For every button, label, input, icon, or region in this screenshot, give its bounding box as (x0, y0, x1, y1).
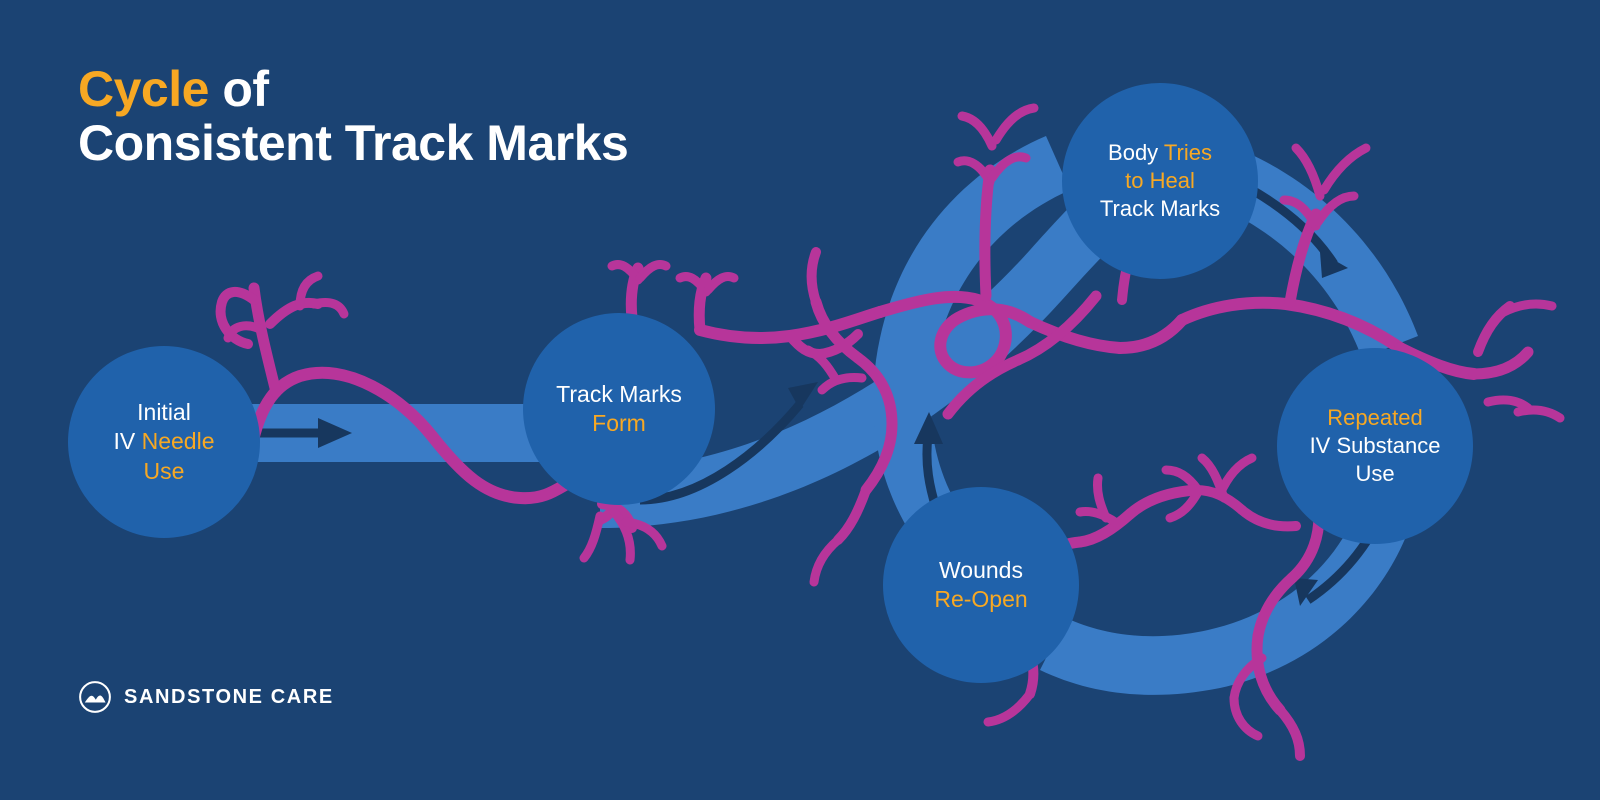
node-form-label: Track Marks Form (550, 380, 688, 439)
node-initial-line-2-white: IV (113, 428, 142, 455)
arrow-form-to-heal (639, 382, 818, 505)
node-form-line-2-accent: Form (592, 410, 646, 436)
title-line-1-rest: of (208, 61, 269, 117)
node-initial-iv-needle-use[interactable]: Initial IV Needle Use (68, 346, 260, 538)
node-wounds-line-2-accent: Re-Open (934, 586, 1028, 612)
node-heal-line-3: Track Marks (1099, 196, 1221, 222)
node-wounds-re-open[interactable]: Wounds Re-Open (883, 487, 1079, 683)
brand-logo[interactable]: SANDSTONE CARE (78, 680, 334, 714)
title-line-1: Cycle of (78, 62, 838, 116)
node-form-line-1: Track Marks (556, 380, 682, 407)
band-repeated-to-wounds (1040, 458, 1424, 695)
node-track-marks-form[interactable]: Track Marks Form (523, 313, 715, 505)
vein-ring-top-left (942, 290, 1102, 420)
node-repeated-line-1-accent: Repeated (1327, 404, 1423, 430)
node-wounds-label: Wounds Re-Open (928, 556, 1033, 615)
node-repeated-line-3: Use (1355, 461, 1395, 487)
node-initial-label: Initial IV Needle Use (107, 398, 220, 486)
node-initial-line-1: Initial (137, 398, 191, 425)
node-repeated-iv-substance-use[interactable]: Repeated IV Substance Use (1277, 348, 1473, 544)
page-title: Cycle of Consistent Track Marks (78, 62, 838, 170)
node-heal-line-2-accent: to Heal (1125, 167, 1195, 193)
node-body-tries-to-heal-track-marks[interactable]: Body Tries to Heal Track Marks (1062, 83, 1258, 279)
brand-logo-text: SANDSTONE CARE (124, 685, 334, 708)
node-repeated-label: Repeated IV Substance Use (1304, 404, 1447, 488)
band-wounds-to-heal (873, 136, 1070, 560)
vein-upper-right (1176, 143, 1557, 380)
node-wounds-line-1: Wounds (939, 556, 1023, 583)
mountain-in-circle-icon (79, 681, 111, 713)
node-initial-line-2-accent: Needle (141, 428, 215, 455)
node-heal-label: Body Tries to Heal Track Marks (1094, 139, 1226, 223)
node-heal-line-1-white: Body (1108, 139, 1164, 165)
title-line-2: Consistent Track Marks (78, 115, 629, 171)
vein-left (215, 271, 667, 565)
vein-far-right (1483, 395, 1565, 423)
node-initial-line-3-accent: Use (143, 457, 185, 484)
node-heal-line-1-accent: Tries (1163, 139, 1212, 165)
node-repeated-line-2: IV Substance (1309, 432, 1441, 458)
title-accent-word: Cycle (78, 61, 209, 117)
vein-ring-left (803, 247, 898, 587)
band-initial-to-form (150, 404, 620, 462)
